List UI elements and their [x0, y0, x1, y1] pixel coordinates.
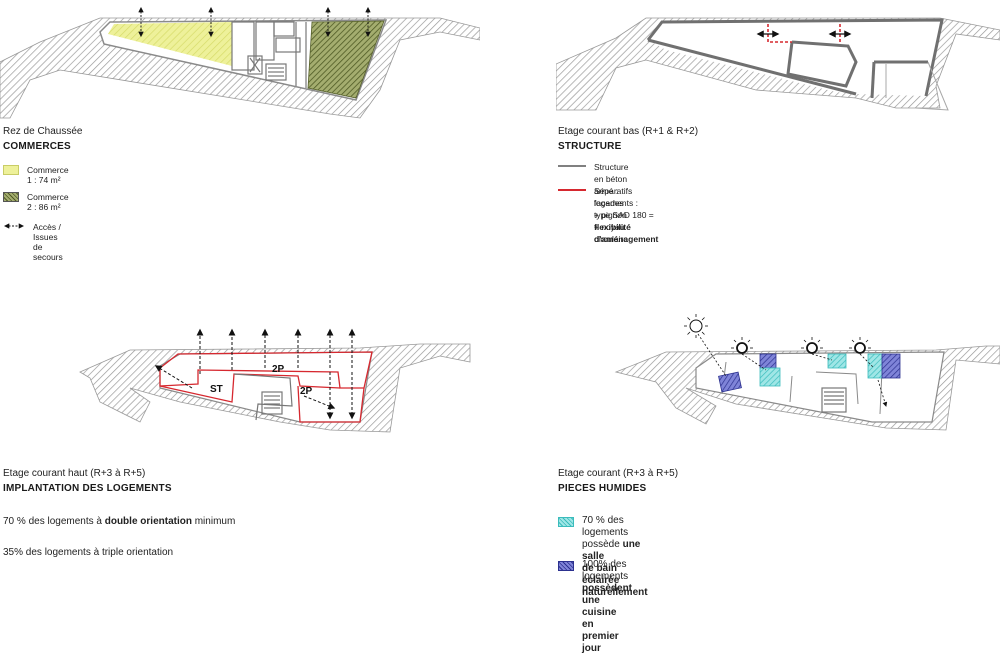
legend-partition: Séparatifs logements : type SAD 180 = fl…: [558, 185, 658, 245]
core-etage-courant: [821, 387, 847, 413]
legend-sdb-bold2: de bain éclairée naturellement: [582, 563, 648, 598]
building-outline-2: [648, 20, 942, 96]
etage-haut-subtitle: Etage courant haut (R+3 à R+5): [3, 468, 146, 479]
plan-etage-haut: 2P ST 2P: [79, 328, 471, 433]
legend-commerce-1-label: Commerce 1 : 74 m²: [27, 165, 69, 185]
rdc-heading: COMMERCES: [3, 141, 71, 152]
unit-label-st: ST: [210, 384, 223, 395]
legend-cuisine-bold1: possèdent une cuisine: [582, 583, 633, 618]
swatch-commerce-1: [3, 165, 19, 175]
sun-icon: [684, 314, 708, 338]
core-rdc: [231, 21, 307, 88]
orientation-arrows: [154, 328, 356, 420]
swatch-commerce-2: [3, 192, 19, 202]
access-arrows: [138, 6, 371, 38]
plan-rdc: [0, 6, 480, 119]
legend-partition-line2-bold: flexibilité d'aménagement: [594, 222, 659, 244]
legend-access: Accès / Issues de secours: [3, 222, 63, 262]
secondary-walls: [885, 61, 949, 111]
legend-commerce-1: Commerce 1 : 74 m²: [3, 165, 69, 185]
cuisine-room-1: [718, 371, 742, 393]
sdb-room-2: [827, 353, 847, 369]
swatch-cuisine: [558, 561, 574, 571]
plan-etage-bas: [556, 17, 1000, 111]
sun-icons: [684, 314, 871, 354]
legend-structure-line2: façades + pignon + noyau circulaire: [594, 198, 629, 244]
legend-cuisine-bold2: en premier jour: [582, 619, 619, 654]
stat1-bold: double orientation: [104, 516, 192, 527]
cuisine-room-2: [759, 353, 777, 369]
sun-icon: [731, 337, 753, 354]
sun-icon: [801, 337, 823, 354]
legend-cuisine: 100% des logements possèdent une cuisine…: [558, 559, 632, 655]
legend-structure-line1: Structure en béton armé :: [594, 162, 629, 196]
legend-structure: Structure en béton armé : façades + pign…: [558, 161, 629, 245]
rdc-subtitle: Rez de Chaussée: [3, 126, 83, 137]
cuisine-room-3: [881, 353, 901, 379]
legend-sdb-bold1: une salle: [582, 539, 641, 562]
sdb-room-3: [867, 353, 885, 379]
legend-partition-line2-normal: type SAD 180 =: [594, 210, 654, 220]
etage-bas-heading: STRUCTURE: [558, 141, 622, 152]
structure-walls: [646, 18, 944, 99]
legend-sdb-normal: 70 % des logements possède: [582, 515, 629, 550]
core-etage-haut: [233, 373, 293, 421]
stat-triple-orientation: 35% des logements à triple orientation: [3, 547, 174, 558]
unit-label-2p-a: 2P: [272, 364, 285, 375]
swatch-partition-line: [558, 189, 586, 191]
etage-courant-subtitle: Etage courant (R+3 à R+5): [558, 468, 679, 479]
etage-bas-subtitle: Etage courant bas (R+1 & R+2): [558, 126, 699, 137]
unit-label-2p-b: 2P: [300, 386, 313, 397]
legend-access-label: Accès / Issues de secours: [33, 222, 63, 262]
legend-commerce-2: Commerce 2 : 86 m²: [3, 192, 69, 212]
sun-icon: [849, 337, 871, 354]
commerce-2-zone: [307, 20, 385, 99]
plan-etage-courant: [614, 314, 1000, 431]
swatch-structure-line: [558, 165, 586, 167]
stat1-suffix: minimum: [191, 516, 236, 527]
legend-cuisine-normal: 100% des logements: [582, 559, 629, 582]
etage-courant-heading: PIECES HUMIDES: [558, 483, 647, 494]
unit-outlines: [159, 351, 373, 423]
legend-partition-line1: Séparatifs logements :: [594, 186, 638, 208]
legend-commerce-2-label: Commerce 2 : 86 m²: [27, 192, 69, 212]
double-arrow-icon: [3, 223, 25, 229]
light-rays: [697, 333, 888, 407]
etage-haut-heading: IMPLANTATION DES LOGEMENTS: [3, 483, 172, 494]
legend-sdb: 70 % des logements possède une salle de …: [558, 515, 648, 599]
stat1-prefix: 70 % des logements à: [3, 516, 105, 527]
swatch-sdb: [558, 517, 574, 527]
stat-double-orientation: 70 % des logements à double orientation …: [3, 516, 235, 527]
sdb-room-1: [759, 367, 781, 387]
